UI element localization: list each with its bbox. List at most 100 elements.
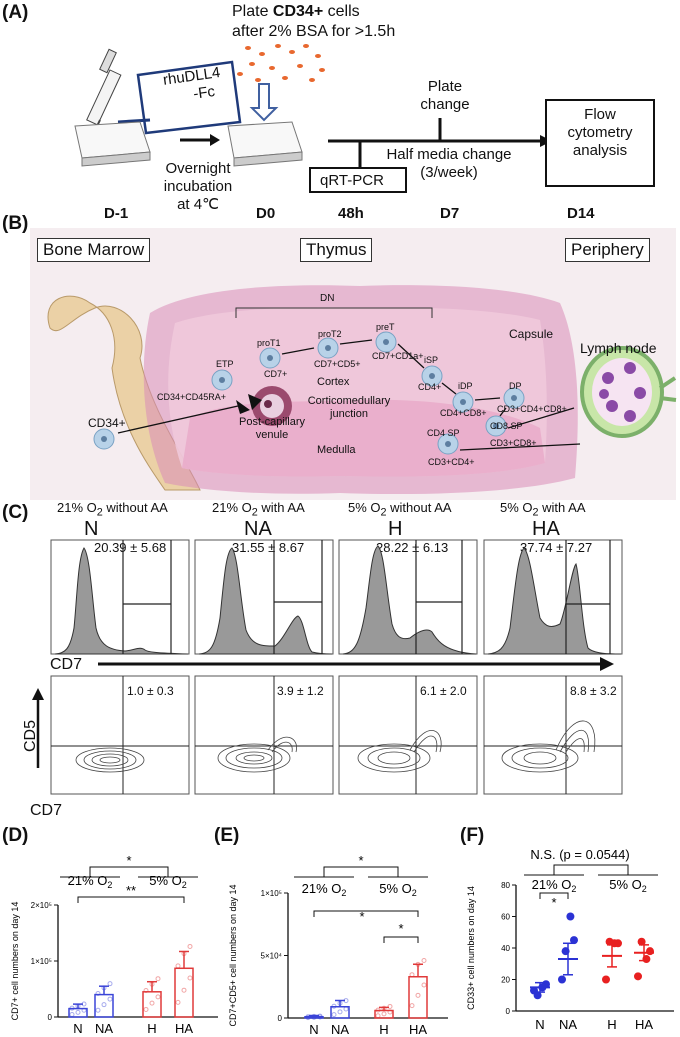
data-point — [95, 990, 101, 996]
y-tick-label: 0 — [506, 1007, 511, 1016]
data-point — [101, 985, 107, 991]
overnight-text: Overnight incubation at 4℃ — [163, 160, 233, 213]
data-point-NA — [558, 975, 566, 984]
hist-stat-na: 31.55 ± 8.67 — [232, 540, 305, 555]
data-point-HA — [637, 937, 646, 946]
label-dp-marker: CD3+CD4+CD8+ — [497, 404, 567, 414]
panel-f-label: (F) — [460, 825, 485, 846]
label-cd34: CD34+ — [88, 416, 126, 430]
group-label-normoxia: 21% O2 — [68, 873, 113, 890]
sig-star-2: * — [359, 909, 364, 924]
histogram-h — [342, 545, 477, 655]
panel-d-label: (D) — [2, 825, 29, 846]
group-bracket — [89, 866, 169, 877]
label-medulla: Medulla — [317, 444, 356, 456]
data-point — [149, 1000, 155, 1006]
panel-a-diagram — [74, 44, 655, 193]
bar-HA — [174, 967, 194, 1018]
cells-word: cells — [327, 3, 360, 20]
data-point — [331, 1003, 337, 1009]
cond-na-sub: 21% O2 with AA — [212, 500, 305, 519]
data-point-H — [602, 975, 610, 984]
day-d14: D14 — [567, 205, 595, 222]
data-point — [107, 981, 113, 987]
cond-n-sub: 21% O2 without AA — [57, 500, 168, 519]
sig-star-3: * — [398, 921, 403, 936]
data-point — [375, 1007, 381, 1013]
label-etp: ETP — [216, 359, 234, 369]
histogram-n — [54, 547, 189, 655]
data-point-HA — [646, 947, 654, 956]
data-point — [387, 1003, 393, 1009]
data-point — [69, 1005, 75, 1011]
rhudll4-box — [136, 60, 242, 135]
flow-histograms — [32, 539, 623, 795]
cond-na-name: NA — [244, 518, 272, 540]
sig-bracket-short — [383, 936, 419, 943]
label-cd8sp-marker: CD3+CD8+ — [490, 438, 537, 448]
group-label-hypoxia: 5% O2 — [379, 881, 417, 898]
cd7-label-hist: CD7 — [50, 656, 83, 673]
data-point-HA — [634, 972, 642, 981]
data-point — [181, 951, 187, 957]
data-point-N — [533, 991, 542, 1000]
bar-NA — [94, 993, 114, 1018]
label-prot1-marker: CD7+ — [264, 369, 288, 379]
y-tick-label: 80 — [501, 881, 510, 890]
label-prot2: proT2 — [318, 329, 342, 339]
y-axis-label: CD7+CD5+ cell numbers on day 14 — [228, 884, 238, 1026]
data-point — [311, 1014, 317, 1020]
data-point — [187, 975, 193, 981]
data-point — [107, 996, 113, 1002]
y-tick-label: 0 — [278, 1014, 283, 1023]
contour-plots — [75, 720, 596, 773]
data-point — [305, 1015, 311, 1021]
label-prot2-marker: CD7+CD5+ — [314, 359, 361, 369]
data-point — [343, 998, 349, 1004]
qrt-pcr-text: qRT-PCR — [320, 172, 384, 189]
day-d7: D7 — [440, 205, 460, 222]
data-point — [143, 988, 149, 994]
header-thymus: Thymus — [300, 238, 373, 262]
day-48h: 48h — [338, 205, 364, 222]
contour-stat-h: 6.1 ± 2.0 — [420, 684, 467, 698]
x-tick-label: NA — [331, 1022, 349, 1035]
data-point — [421, 958, 427, 963]
label-prot1: proT1 — [257, 338, 281, 348]
label-dp: DP — [509, 381, 522, 391]
sig-bracket — [77, 896, 185, 903]
y-tick-label: 2×10⁵ — [31, 901, 52, 910]
label-capsule: Capsule — [509, 327, 554, 341]
bar-H — [142, 991, 162, 1018]
label-lymph: Lymph node — [580, 340, 657, 356]
plate-word: Plate — [232, 3, 269, 20]
cd7-label-contour: CD7 — [30, 802, 63, 819]
group-label-normoxia: 21% O2 — [302, 881, 347, 898]
sig-bracket-wide — [313, 910, 419, 917]
data-point — [181, 987, 187, 993]
histogram-na — [198, 547, 333, 655]
hist-stat-n: 20.39 ± 5.68 — [94, 540, 167, 555]
cond-n-name: N — [84, 518, 99, 540]
label-cd4sp-marker: CD3+CD4+ — [428, 457, 475, 467]
hist-stat-ha: 37.74 ± 7.27 — [520, 540, 593, 555]
flow-text: Flow cytometry analysis — [567, 106, 633, 159]
data-point — [409, 972, 415, 978]
group-bracket — [323, 866, 399, 877]
y-tick-label: 1×10⁵ — [31, 957, 52, 966]
panel-e-label: (E) — [214, 825, 240, 846]
sig-star: * — [358, 853, 363, 868]
data-point — [75, 1003, 81, 1009]
panel-a-label: (A) — [2, 2, 29, 23]
panel-b-label: (B) — [2, 213, 29, 234]
thymus-diagram — [30, 228, 677, 500]
sig-star-double: ** — [126, 883, 136, 898]
x-tick-label: NA — [559, 1017, 577, 1032]
sig-bracket — [539, 892, 569, 899]
data-point-NA — [570, 936, 578, 945]
label-idp-marker: CD4+CD8+ — [440, 408, 487, 418]
data-point — [75, 1009, 81, 1015]
label-etp-marker: CD34+CD45RA+ — [157, 392, 227, 402]
y-tick-label: 1×10⁵ — [261, 889, 282, 898]
